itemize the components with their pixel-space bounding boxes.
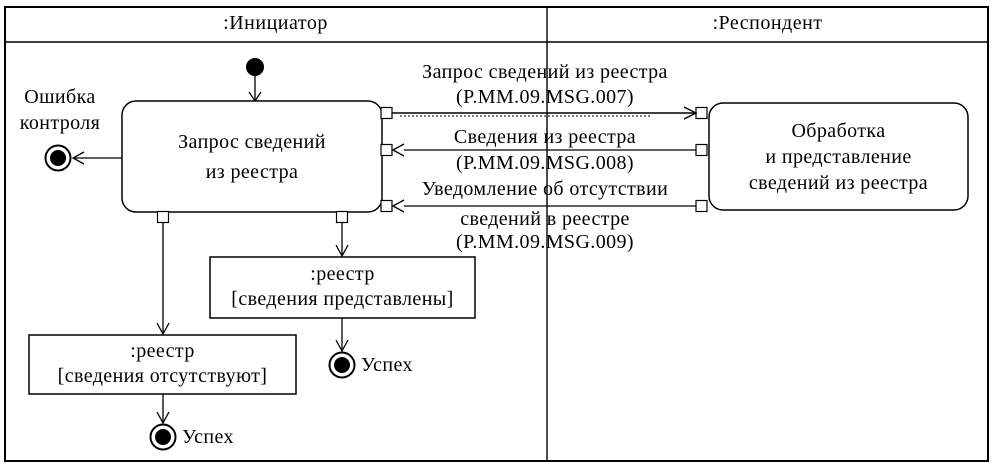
swimlane-header-initiator: :Инициатор (223, 12, 328, 34)
state-respondent-label: Обработка и представление сведений из ре… (709, 118, 968, 196)
arrowhead-down-icon (156, 411, 170, 425)
pin-initiator-in-3 (380, 199, 393, 213)
message-2-line-2: (P.MM.09.MSG.008) (456, 152, 634, 174)
diagram-frame (4, 6, 989, 462)
final-state-success-1-inner-icon (334, 357, 350, 373)
pin-respondent-out-2 (695, 143, 708, 157)
object-box-registry-absent (28, 334, 297, 395)
pin-initiator-out-1 (380, 106, 393, 120)
final-state-error-inner-icon (50, 150, 66, 166)
pin-respondent-in-1 (695, 106, 708, 120)
arrowhead-down-icon (335, 244, 349, 258)
object-box-registry-provided (209, 256, 476, 319)
message-3-line-3: (P.MM.09.MSG.009) (456, 231, 634, 253)
state-box-respondent (708, 102, 969, 211)
message-2-label: Сведения из реестра (P.MM.09.MSG.008) (397, 124, 693, 176)
message-2-line-1: Сведения из реестра (453, 126, 637, 148)
object-registry-provided-label: :реестр [сведения представлены] (210, 262, 475, 312)
final-state-success-2-outer-icon (149, 423, 177, 451)
pin-initiator-in-2 (380, 143, 393, 157)
state-initiator-line-2: из реестра (205, 161, 299, 183)
state-initiator-line-1: Запрос сведений (178, 131, 326, 153)
arrowhead-left-icon (391, 199, 405, 213)
arrowhead-right-icon (683, 106, 698, 120)
object-1-line-2: [сведения представлены] (231, 288, 454, 310)
state-respondent-line-1: Обработка (791, 120, 886, 142)
final-state-success-1-label: Успех (361, 354, 413, 376)
pin-respondent-out-3 (695, 199, 708, 213)
final-state-success-1-outer-icon (328, 351, 356, 379)
state-respondent-line-2: и представление (765, 146, 912, 168)
final-state-error-outer-icon (44, 144, 72, 172)
message-1-label: Запрос сведений из реестра (P.MM.09.MSG.… (397, 60, 693, 110)
error-label-line-2: контроля (19, 112, 101, 134)
object-2-line-2: [сведения отсутствуют] (57, 365, 268, 387)
arrowhead-down-icon (156, 322, 170, 336)
initial-state-icon (246, 58, 264, 76)
object-1-line-1: :реестр (310, 263, 375, 285)
state-respondent-line-3: сведений из реестра (748, 172, 929, 194)
message-1-line-2: (P.MM.09.MSG.007) (456, 86, 634, 108)
message-1-line-1: Запрос сведений из реестра (422, 61, 668, 83)
object-registry-absent-label: :реестр [сведения отсутствуют] (29, 339, 296, 389)
error-label-line-1: Ошибка (24, 86, 96, 108)
final-state-success-2-label: Успех (182, 426, 234, 448)
arrowhead-left-icon (71, 151, 85, 165)
message-3-line-1: Уведомление об отсутствии (421, 178, 669, 200)
arrowhead-left-icon (391, 143, 405, 157)
pin-initiator-bottom-left (156, 210, 170, 224)
state-initiator-label: Запрос сведений из реестра (122, 127, 382, 187)
pin-initiator-bottom-right (335, 210, 349, 224)
swimlane-header-respondent: :Респондент (712, 12, 823, 34)
message-3-line-2: сведений в реестре (460, 208, 630, 230)
final-state-success-2-inner-icon (155, 429, 171, 445)
state-box-initiator (121, 100, 383, 213)
final-state-error-label: Ошибка контроля (6, 84, 114, 136)
arrowhead-down-icon (335, 339, 349, 353)
object-2-line-1: :реестр (130, 340, 195, 362)
